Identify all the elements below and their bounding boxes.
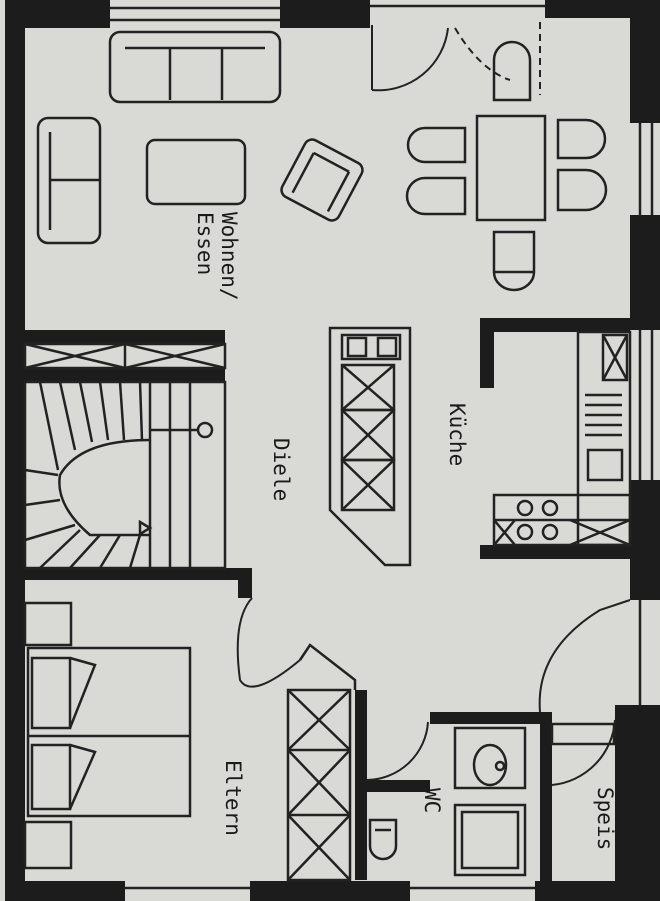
windows — [110, 4, 654, 890]
nightstand-bottom — [23, 820, 73, 870]
double-bed — [26, 646, 192, 818]
wc-room — [366, 721, 527, 877]
wardrobe-living — [23, 342, 227, 370]
armchair — [280, 138, 364, 222]
sofa-top — [108, 30, 282, 104]
sofa-left — [36, 116, 102, 245]
label-speis: Speis — [593, 787, 617, 850]
outer-walls — [5, 0, 660, 901]
speis-room — [550, 719, 616, 786]
dining-table — [405, 40, 608, 292]
label-wohnen-line2: Essen — [193, 212, 217, 275]
label-kueche: Küche — [445, 403, 469, 466]
label-eltern: Eltern — [221, 760, 245, 836]
staircase — [23, 380, 227, 570]
interior-walls — [25, 318, 630, 882]
label-diele: Diele — [269, 438, 293, 501]
label-wohnen-line1: Wohnen/ — [217, 212, 241, 301]
diele-cabinet — [328, 326, 412, 567]
eltern-door — [236, 597, 357, 690]
coffee-table — [145, 138, 247, 206]
hall-door — [538, 599, 631, 713]
eltern-wardrobe — [286, 688, 352, 882]
entry-door — [371, 22, 541, 95]
nightstand-top — [23, 601, 73, 647]
label-wc: WC — [420, 788, 444, 813]
kitchen-counter — [492, 330, 632, 547]
